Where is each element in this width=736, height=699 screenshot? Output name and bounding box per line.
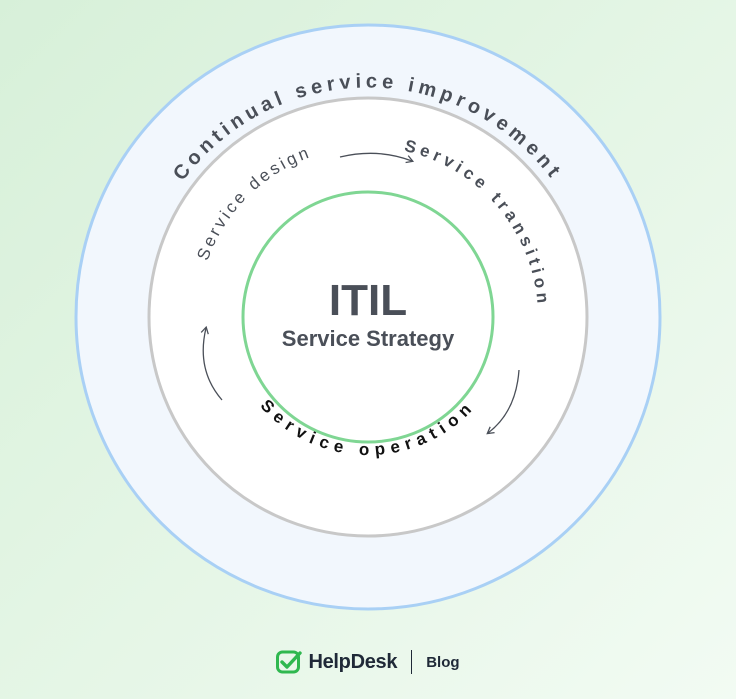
- arrow-operation-to-design-icon: [200, 325, 223, 401]
- blog-link[interactable]: Blog: [426, 653, 460, 671]
- center-title: ITIL: [329, 276, 407, 325]
- footer-divider: [411, 650, 413, 674]
- footer: HelpDesk Blog: [0, 648, 736, 676]
- arrow-transition-to-operation-icon: [486, 369, 520, 435]
- brand-name: HelpDesk: [308, 650, 398, 673]
- helpdesk-logo[interactable]: HelpDesk: [276, 650, 398, 674]
- helpdesk-check-icon: [276, 650, 303, 674]
- arrow-design-to-transition-icon: [339, 152, 415, 164]
- center-subtitle: Service Strategy: [282, 326, 455, 351]
- inner-ring: [241, 190, 495, 444]
